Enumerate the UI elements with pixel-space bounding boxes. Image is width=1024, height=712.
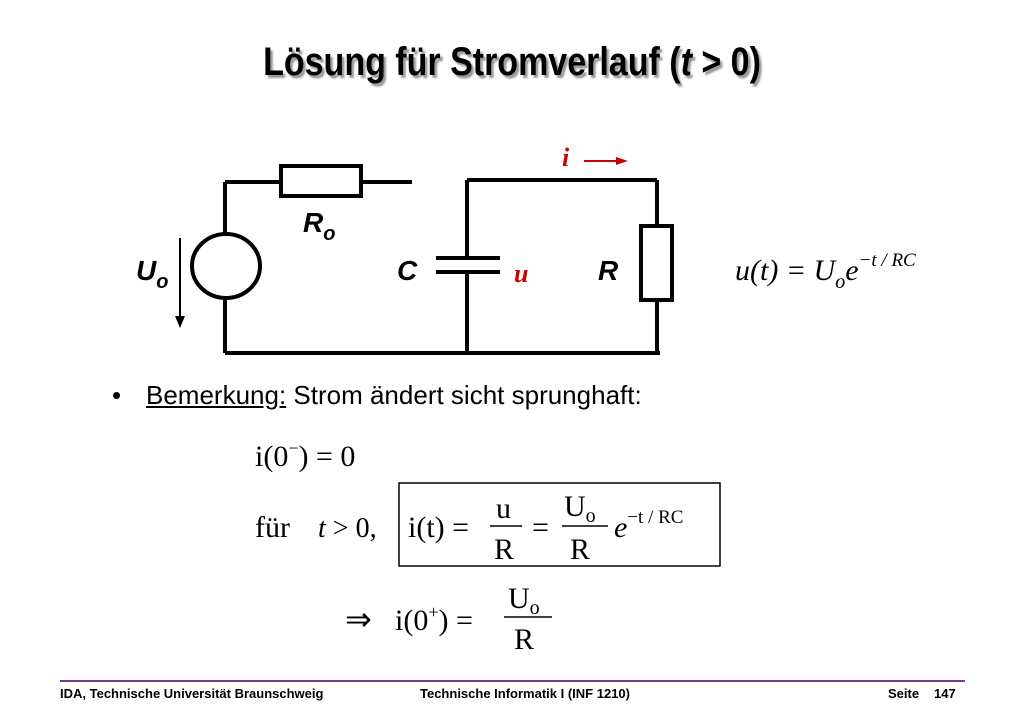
equation-i-t: für t > 0, i(t) = u R = Uo R e−t / RC [255,482,721,567]
svg-text:u(t) = Uoe−t / RC: u(t) = Uoe−t / RC [735,250,916,293]
eq2-exp: e−t / RC [614,507,683,544]
eq3-num: Uo [508,582,540,619]
footer-left: IDA, Technische Universität Braunschweig [60,686,324,701]
circuit-diagram [223,178,660,355]
equation-i-zero-minus: i(0−) = 0 [255,438,355,473]
eq2-equals: = [532,511,549,544]
label-u: u [514,259,528,288]
eq2-frac1-den: R [494,533,514,566]
resistor-ro [279,164,363,198]
equation-i-zero-plus: ⇒ i(0+) = Uo R [345,582,552,656]
eq2-prefix: für [255,511,290,544]
footer-rule [60,680,965,682]
eq3-den: R [514,623,534,656]
label-ro: Ro [303,207,335,245]
voltage-source-uo [190,232,262,300]
bullet-remark: • Bemerkung: Strom ändert sicht sprunghaf… [112,380,642,411]
uo-arrow-head [175,316,185,328]
slide-title: Lösung für Stromverlauf (t > 0) [263,40,761,84]
footer-page-number: 147 [934,686,956,701]
eq2-condition: t > 0, [318,513,377,544]
resistor-r [639,224,674,302]
eq2-lhs: i(t) = [408,511,469,544]
remark-text: Strom ändert sicht sprunghaft: [286,380,642,410]
label-uo: Uo [136,255,168,293]
eq2-box [398,482,721,567]
label-c: C [397,255,418,286]
eq2-frac1-num: u [496,492,511,525]
formula-ut: u(t) = Uoe−t / RC [735,250,916,293]
bullet-dot: • [112,380,122,410]
label-r: R [598,255,619,286]
eq3-lhs: i(0+) = [395,602,473,637]
eq3-implies: ⇒ [345,601,372,637]
eq2-frac2-num: Uo [564,490,596,527]
footer-seite-label: Seite [888,686,920,701]
current-arrow-head [616,157,628,165]
remark-lead: Bemerkung: [146,380,287,410]
eq2-frac2-den: R [570,533,590,566]
footer-center: Technische Informatik I (INF 1210) [420,686,630,701]
label-i: i [562,143,570,172]
